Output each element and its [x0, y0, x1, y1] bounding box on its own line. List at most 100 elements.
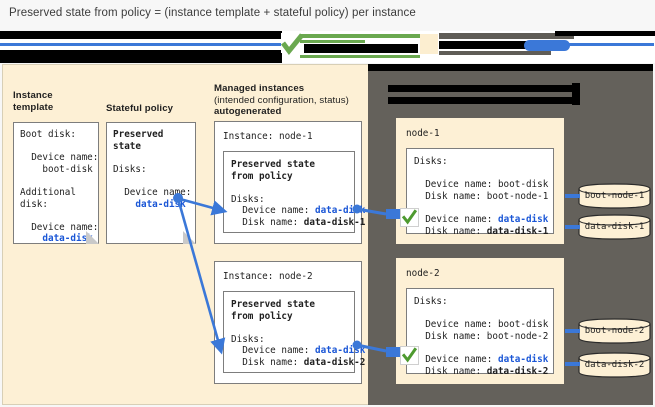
managed-instances-heading: Managed instances (intended configuratio… [214, 83, 349, 118]
note-fold-corner [183, 231, 196, 244]
managed-instances-heading-line1: Managed instances [214, 83, 305, 94]
stateful-policy-heading-line1: Stateful policy [106, 103, 174, 114]
status-badge-node-1 [400, 208, 419, 227]
disk-name-label: Disk name: [231, 216, 304, 228]
node-card-node-2: node-2 Disks: Device name: boot-disk Dis… [396, 258, 564, 384]
legend-blue-blob [524, 40, 570, 51]
managed-instances-heading-line2: (intended configuration, status) [214, 94, 349, 106]
stateful-policy-heading: Stateful policy [106, 103, 173, 115]
device-name-label: Device name: [231, 345, 315, 357]
disk-name-value: data-disk-2 [303, 356, 366, 368]
legend-green-rule [300, 55, 420, 58]
boot-disk-name: Disk name: boot-node-2 [414, 330, 549, 342]
line-preserved: Preserved [113, 129, 164, 140]
stateful-policy-card: Preserved state Disks: Device name: data… [106, 122, 196, 244]
boot-device-name: Device name: boot-disk [414, 179, 549, 191]
instance-template-heading-line1: Instance [13, 90, 53, 101]
data-device-label: Device name: [414, 213, 498, 225]
node-disks-box-node-1: Disks: Device name: boot-disk Disk name:… [406, 148, 554, 237]
preserved-line1: Preserved state [231, 299, 315, 310]
redaction-bar [572, 83, 580, 105]
data-device-value: data-disk [497, 213, 549, 225]
node-disks-text-node-1: Disks: Device name: boot-disk Disk name:… [414, 156, 548, 237]
instance-template-heading-line2: template [13, 102, 54, 113]
redaction-bar [388, 97, 576, 104]
line-state: state [113, 140, 141, 152]
disk-label: boot-node-2 [584, 326, 645, 336]
node-disks-box-node-2: Disks: Device name: boot-disk Disk name:… [406, 288, 554, 377]
disks-label: Disks: [231, 193, 265, 205]
node-title-node-2: node-2 [406, 268, 440, 279]
legend-blue-rule [556, 43, 654, 46]
green-check-icon [401, 347, 418, 363]
managed-instances-heading-line3: autogenerated [214, 106, 282, 117]
data-device-label: Device name: [414, 353, 498, 365]
instance-template-card-text: Boot disk: Device name: boot-disk Additi… [20, 129, 98, 245]
device-name-label: Device name: [231, 205, 315, 217]
disk-cylinder-data-disk-2: data-disk-2 [578, 352, 651, 378]
preserved-state-text-node-1: Preserved state from policy Disks: Devic… [231, 159, 365, 229]
redaction-bar [368, 64, 653, 71]
line-boot-disk: Boot disk: [20, 129, 76, 140]
line-device-name-2: Device name: [20, 221, 99, 233]
data-disk-label: Disk name: [414, 225, 487, 237]
data-device-value: data-disk [497, 353, 549, 365]
green-check-icon [401, 209, 418, 225]
node-card-node-1: node-1 Disks: Device name: boot-disk Dis… [396, 118, 564, 244]
data-disk-label: Disk name: [414, 365, 487, 377]
status-badge-node-2 [400, 346, 419, 365]
redaction-bar [439, 41, 529, 49]
managed-instance-title-node-2: Instance: node-2 [223, 271, 313, 282]
boot-device-name: Device name: boot-disk [414, 319, 549, 331]
managed-instance-card-node-1: Instance: node-1 Preserved state from po… [214, 121, 365, 244]
line-disk: disk: [20, 198, 48, 210]
disk-label: boot-node-1 [584, 191, 645, 201]
page-title: Preserved state from policy = (instance … [9, 7, 416, 19]
stateful-policy-card-text: Preserved state Disks: Device name: data… [113, 129, 191, 210]
line-device-name: Device name: [20, 152, 99, 164]
legend-grey-rule [439, 33, 574, 39]
cylinder-shape [578, 318, 651, 344]
disk-name-label: Disk name: [231, 356, 304, 368]
disk-label: data-disk-1 [584, 222, 645, 232]
managed-instance-card-node-2: Instance: node-2 Preserved state from po… [214, 261, 365, 384]
disks-label: Disks: [414, 156, 448, 167]
line-additional: Additional [20, 186, 76, 198]
redaction-bar [304, 44, 418, 53]
legend-band [0, 31, 655, 63]
line-boot-disk-value: boot-disk [20, 163, 93, 175]
preserved-line2: from policy [231, 310, 293, 322]
device-name-value: data-disk [314, 345, 366, 357]
redaction-bar [388, 85, 580, 92]
device-name-value: data-disk [314, 205, 366, 217]
redaction-bar [0, 50, 282, 63]
disk-name-value: data-disk-1 [303, 216, 366, 228]
note-fold-corner [86, 231, 99, 244]
instance-template-heading: Instance template [13, 90, 53, 114]
redaction-bar [0, 31, 282, 39]
preserved-line2: from policy [231, 170, 293, 182]
line-disks: Disks: [113, 163, 147, 175]
redaction-bar [555, 31, 655, 36]
legend-green-rule [300, 40, 365, 43]
cylinder-shape [578, 352, 651, 378]
disk-label: data-disk-2 [584, 360, 645, 370]
disk-cylinder-boot-node-1: boot-node-1 [578, 183, 651, 209]
instance-template-card: Boot disk: Device name: boot-disk Additi… [13, 122, 99, 244]
legend-green-rule [300, 34, 420, 38]
node-disks-text-node-2: Disks: Device name: boot-disk Disk name:… [414, 296, 548, 377]
cylinder-shape [578, 183, 651, 209]
preserved-state-box-node-2: Preserved state from policy Disks: Devic… [223, 291, 365, 373]
cylinder-shape [578, 214, 651, 240]
legend-blue-rule [0, 43, 282, 46]
boot-disk-name: Disk name: boot-node-1 [414, 190, 549, 202]
preserved-state-text-node-2: Preserved state from policy Disks: Devic… [231, 299, 365, 369]
preserved-line1: Preserved state [231, 159, 315, 170]
legend-check-badge [281, 33, 301, 53]
legend-cream-chip [420, 34, 438, 54]
line-device-name: Device name: [113, 186, 192, 198]
line-data-disk-value: data-disk [20, 233, 93, 245]
data-disk-value: data-disk-1 [486, 225, 549, 237]
line-data-disk-value: data-disk [113, 198, 186, 210]
